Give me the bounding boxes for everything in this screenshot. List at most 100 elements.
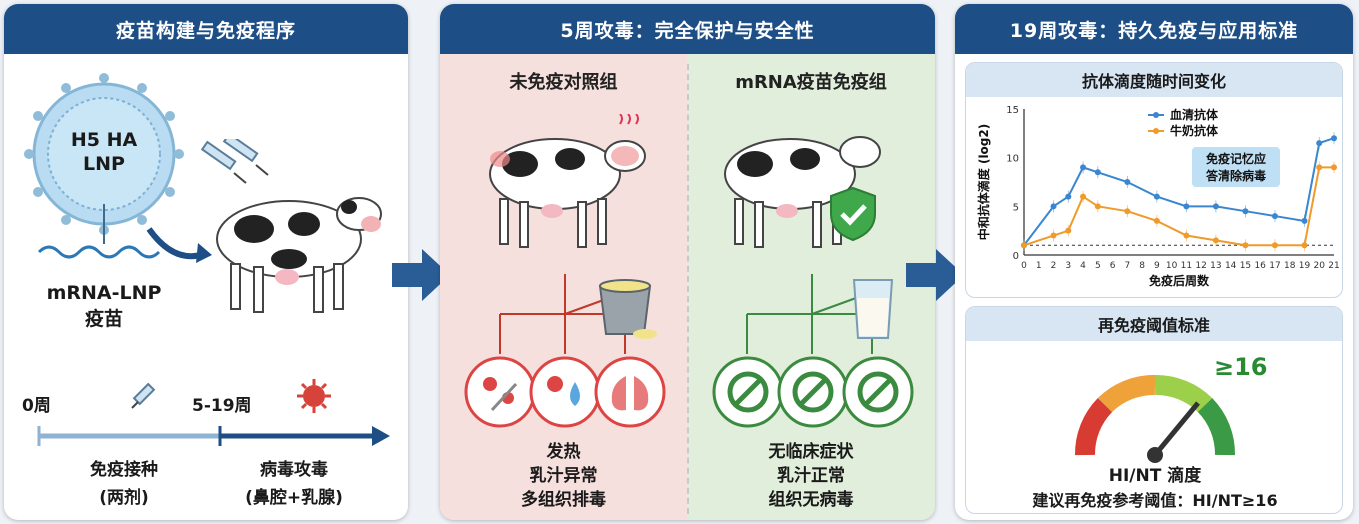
x-tick-label: 12	[1195, 261, 1206, 271]
series-point	[1183, 203, 1190, 210]
x-tick-label: 14	[1225, 261, 1237, 271]
mrna-strand-icon	[37, 245, 161, 259]
abnormal-milk-bucket-icon	[598, 279, 657, 339]
x-tick-label: 9	[1154, 261, 1160, 271]
gauge-meter-icon	[1075, 375, 1235, 463]
series-point	[1124, 208, 1131, 215]
y-tick-label: 10	[1006, 154, 1019, 165]
series-point	[1316, 140, 1323, 147]
panel3-title: 19周攻毒：持久免疫与应用标准	[955, 4, 1353, 54]
phase1-label: 免疫接种(两剂)	[90, 460, 158, 508]
series-point	[1242, 208, 1249, 215]
series-point	[1316, 164, 1323, 171]
threshold-title: 再免疫阈值标准	[966, 307, 1342, 341]
x-tick-label: 13	[1210, 261, 1221, 271]
syringe-icon	[200, 139, 269, 184]
x-tick-label: 4	[1080, 261, 1086, 271]
x-tick-label: 17	[1269, 261, 1280, 271]
series-point	[1212, 203, 1219, 210]
series-point	[1242, 242, 1249, 249]
x-tick-label: 2	[1051, 261, 1057, 271]
legend-label: 牛奶抗体	[1170, 123, 1219, 138]
x-tick-label: 6	[1110, 261, 1116, 271]
series-point	[1065, 193, 1072, 200]
vaccine-outcomes: 无临床症状 乳汁正常 组织无病毒	[768, 442, 854, 510]
threshold-card: 再免疫阈值标准 ≥16 HI/NT 滴度 建议再免疫参考阈值：HI/NT≥16	[965, 306, 1343, 514]
series-point	[1212, 237, 1219, 244]
series-point	[1094, 203, 1101, 210]
callout-text: 免疫记忆应	[1206, 151, 1266, 166]
x-tick-label: 8	[1139, 261, 1145, 271]
no-symptom-icon-2	[777, 356, 849, 428]
series-point	[1124, 179, 1131, 185]
control-group-title: 未免疫对照组	[509, 72, 618, 93]
vaccine-label-text: mRNA-LNP	[46, 282, 162, 304]
normal-milk-glass-icon	[852, 279, 894, 339]
phase2-label: 病毒攻毒(鼻腔+乳腺)	[245, 460, 343, 508]
timeline-start-label: 0周	[22, 396, 51, 416]
series-point	[1065, 227, 1072, 234]
lnp-label: H5 HA	[71, 129, 138, 151]
gauge-label: HI/NT 滴度	[1108, 466, 1202, 486]
series-point	[1271, 242, 1278, 249]
series-point	[1080, 193, 1087, 200]
series-line-2	[1023, 166, 1334, 247]
panel1-title: 疫苗构建与免疫程序	[4, 4, 408, 54]
series-line-1	[1023, 137, 1335, 246]
group-divider	[687, 64, 689, 514]
timeline-arrow	[37, 426, 390, 446]
series-point	[1271, 213, 1278, 220]
x-tick-label: 15	[1240, 261, 1251, 271]
sick-cow-illustration	[489, 114, 646, 248]
virus-icon	[297, 379, 331, 413]
flow-arrow-1	[392, 249, 450, 301]
series-point	[1050, 203, 1057, 210]
x-tick-label: 16	[1254, 261, 1266, 271]
series-point	[1301, 217, 1308, 224]
svg-text:LNP: LNP	[83, 153, 125, 175]
x-tick-label: 1	[1036, 261, 1042, 271]
chart-title: 抗体滴度随时间变化	[966, 63, 1342, 97]
x-tick-label: 20	[1314, 261, 1326, 271]
healthy-cow-illustration	[724, 136, 881, 248]
series-point	[1331, 135, 1337, 142]
x-tick-label: 3	[1065, 261, 1071, 271]
vaccine-group-title: mRNA疫苗免疫组	[735, 72, 887, 93]
y-axis-label: 中和抗体滴度 (log2)	[976, 124, 991, 240]
no-symptom-icon-3	[842, 356, 914, 428]
panel2-title: 5周攻毒：完全保护与安全性	[440, 4, 935, 54]
x-tick-label: 19	[1299, 261, 1311, 271]
series-point	[1094, 169, 1101, 176]
lnp-particle-icon: H5 HA LNP	[24, 73, 184, 244]
series-point	[1050, 232, 1057, 239]
y-tick-label: 15	[1006, 105, 1019, 116]
curved-arrow-icon	[146, 227, 212, 263]
x-tick-label: 21	[1328, 261, 1339, 271]
x-tick-label: 10	[1166, 261, 1178, 271]
legend-marker	[1153, 112, 1159, 118]
series-point	[1153, 193, 1160, 200]
series-point	[1021, 242, 1027, 249]
x-tick-label: 0	[1021, 261, 1027, 271]
lungs-icon	[594, 356, 666, 428]
x-tick-label: 5	[1095, 261, 1101, 271]
x-tick-label: 18	[1284, 261, 1296, 271]
legend-label: 血清抗体	[1170, 107, 1219, 122]
series-point	[1080, 164, 1087, 171]
gauge-value: ≥16	[1214, 353, 1268, 381]
y-tick-label: 5	[1013, 202, 1019, 213]
series-point	[1331, 164, 1337, 171]
x-axis-label: 免疫后周数	[1149, 273, 1210, 288]
x-tick-label: 7	[1124, 261, 1130, 271]
timeline-mid-label: 5-19周	[192, 396, 252, 416]
callout-box	[1192, 147, 1280, 187]
series-point	[1183, 232, 1190, 239]
shield-check-icon	[830, 186, 876, 242]
recommend-text: 建议再免疫参考阈值：HI/NT≥16	[1032, 491, 1278, 510]
